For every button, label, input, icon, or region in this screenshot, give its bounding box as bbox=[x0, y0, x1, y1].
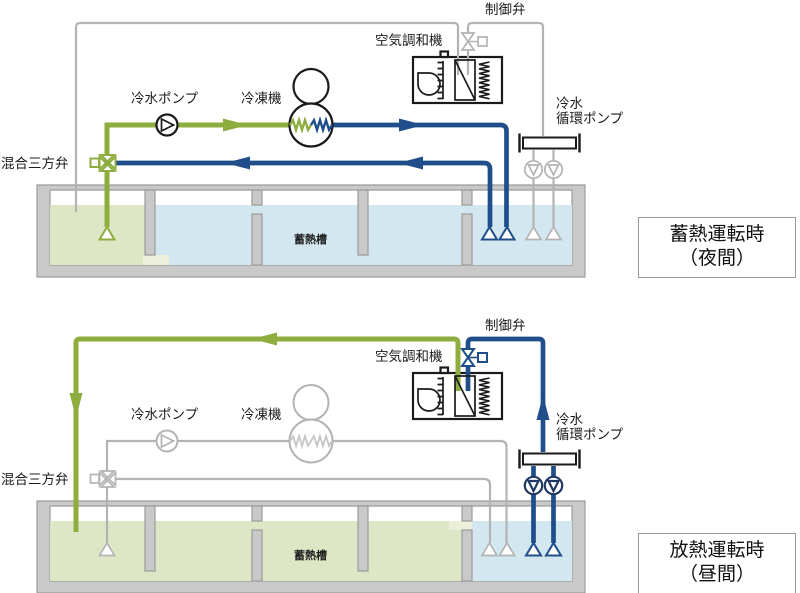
label-control-valve: 制御弁 bbox=[485, 318, 526, 333]
circulation-pump-header bbox=[518, 133, 581, 153]
chilled-water-pump-icon bbox=[155, 113, 179, 137]
mixed-water bbox=[143, 255, 169, 265]
ahu-top-port bbox=[439, 366, 450, 375]
day-diagram bbox=[36, 332, 586, 593]
label-circulation-pump-2: 循環ポンプ bbox=[556, 111, 624, 126]
mode-label-line2: （昼間） bbox=[678, 564, 755, 585]
chilled-water-pump-icon bbox=[155, 429, 179, 453]
ahu-loop-green bbox=[69, 332, 461, 532]
chiller-loop-inactive bbox=[97, 439, 517, 557]
heater-coil-icon bbox=[478, 61, 490, 100]
label-chiller: 冷凍機 bbox=[241, 91, 282, 106]
tank-baffles bbox=[144, 189, 473, 266]
coil-icon bbox=[454, 59, 476, 101]
flow-arrow-down bbox=[69, 393, 83, 418]
label-air-handler: 空気調和機 bbox=[375, 349, 443, 364]
mixing-three-way-valve-icon bbox=[89, 470, 117, 488]
flow-arrow-left bbox=[252, 332, 277, 346]
nozzle-icon bbox=[497, 225, 517, 241]
filter-icon bbox=[437, 61, 444, 100]
air-handler-icon bbox=[417, 366, 490, 417]
circulation-pumps-active bbox=[523, 466, 564, 557]
flow-arrow-right bbox=[399, 118, 424, 132]
nozzle-icon bbox=[97, 225, 117, 241]
flow-arrow-up bbox=[536, 395, 550, 420]
chiller-loop-green bbox=[97, 118, 290, 241]
ahu-loop-inactive bbox=[74, 21, 545, 212]
circulation-pump-header bbox=[518, 449, 581, 469]
mode-label-line1: 放熱運転時 bbox=[669, 540, 765, 561]
label-storage-tank: 蓄熱槽 bbox=[294, 234, 327, 246]
coil-icon bbox=[454, 375, 476, 417]
ahu-top-port bbox=[439, 50, 450, 59]
label-air-handler: 空気調和機 bbox=[375, 33, 443, 48]
nozzle-icon bbox=[524, 541, 543, 557]
nozzle-icon bbox=[480, 541, 499, 557]
mixed-water bbox=[449, 521, 472, 530]
fan-icon bbox=[417, 72, 441, 96]
label-circulation-pump-1: 冷水 bbox=[556, 96, 583, 111]
label-storage-tank: 蓄熱槽 bbox=[294, 550, 327, 562]
label-mixing-valve: 混合三方弁 bbox=[1, 156, 69, 171]
air-handler-icon bbox=[417, 50, 490, 101]
label-chiller: 冷凍機 bbox=[241, 407, 282, 422]
flow-arrow-left bbox=[398, 156, 423, 170]
warm-water bbox=[50, 205, 146, 265]
nozzle-icon bbox=[544, 225, 563, 241]
label-mixing-valve: 混合三方弁 bbox=[1, 472, 69, 487]
night-diagram bbox=[36, 21, 586, 278]
chiller-loop-blue bbox=[116, 118, 517, 241]
heater-coil-icon bbox=[478, 377, 490, 416]
label-circulation-pump-1: 冷水 bbox=[556, 412, 583, 427]
label-circulation-pump-2: 循環ポンプ bbox=[556, 427, 624, 442]
chiller-icon bbox=[288, 67, 334, 148]
mixing-three-way-valve-icon bbox=[89, 154, 117, 172]
flow-arrow-left bbox=[225, 156, 250, 170]
label-control-valve: 制御弁 bbox=[485, 2, 526, 17]
storage-tank bbox=[36, 500, 586, 593]
storage-tank bbox=[36, 184, 586, 278]
filter-icon bbox=[437, 377, 444, 416]
control-valve-icon bbox=[460, 32, 488, 51]
nozzle-icon bbox=[524, 225, 543, 241]
ahu-loop-blue bbox=[465, 336, 550, 452]
fan-icon bbox=[417, 388, 441, 412]
nozzle-icon bbox=[497, 541, 517, 557]
tank-baffles bbox=[144, 505, 473, 582]
chiller-icon bbox=[288, 384, 334, 464]
control-valve-icon bbox=[460, 348, 488, 367]
mode-label-line2: （夜間） bbox=[678, 248, 755, 269]
mode-label-day: 放熱運転時 （昼間） bbox=[638, 533, 796, 593]
flow-arrow-right bbox=[223, 118, 248, 132]
circulation-pumps-inactive bbox=[523, 150, 564, 241]
nozzle-icon bbox=[480, 225, 499, 241]
mode-label-line1: 蓄熱運転時 bbox=[669, 224, 765, 245]
nozzle-icon bbox=[544, 541, 563, 557]
label-chilled-water-pump: 冷水ポンプ bbox=[131, 407, 199, 422]
mode-label-night: 蓄熱運転時 （夜間） bbox=[638, 217, 796, 278]
nozzle-icon bbox=[97, 541, 117, 557]
label-chilled-water-pump: 冷水ポンプ bbox=[131, 91, 199, 106]
